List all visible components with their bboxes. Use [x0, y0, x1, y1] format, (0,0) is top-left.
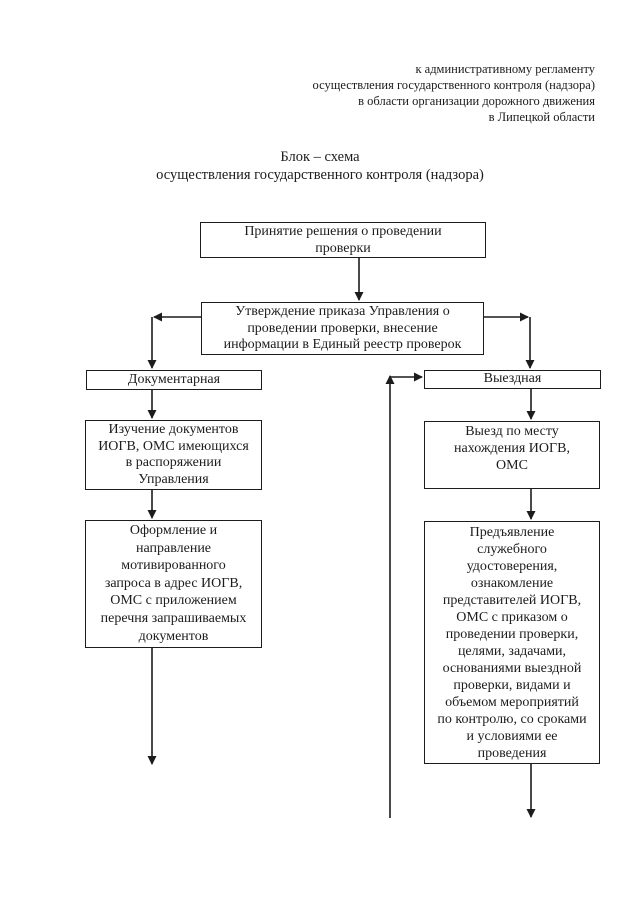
title-line-1: Блок – схема [280, 149, 360, 165]
node-motivated-request: Оформление и направление мотивированного… [85, 520, 262, 648]
node-decision: Принятие решения о проведении проверки [200, 222, 486, 258]
node-motivated-request-label: Оформление и направление мотивированного… [100, 523, 247, 644]
node-onsite-check: Выездная [424, 370, 601, 389]
title-line-2: осуществления государственного контроля … [156, 166, 484, 183]
document-header: к административному регламенту осуществл… [312, 62, 595, 124]
node-credentials-presentation-label: Предъявление служебного удостоверения, о… [437, 525, 587, 761]
node-departure-label: Выезд по месту нахождения ИОГВ, ОМС [454, 424, 570, 473]
node-study-documents-label: Изучение документов ИОГВ, ОМС имеющихся … [98, 422, 249, 487]
node-order-approval: Утверждение приказа Управления о проведе… [201, 302, 484, 355]
node-onsite-check-label: Выездная [483, 371, 542, 386]
document-title: Блок – схема осуществления государственн… [0, 149, 640, 184]
node-decision-label: Принятие решения о проведении проверки [244, 224, 442, 256]
node-study-documents: Изучение документов ИОГВ, ОМС имеющихся … [85, 420, 262, 490]
node-documentary-check-label: Документарная [127, 372, 221, 387]
node-order-approval-label: Утверждение приказа Управления о проведе… [223, 304, 462, 352]
node-credentials-presentation: Предъявление служебного удостоверения, о… [424, 521, 600, 764]
node-documentary-check: Документарная [86, 370, 262, 390]
node-departure: Выезд по месту нахождения ИОГВ, ОМС [424, 421, 600, 489]
